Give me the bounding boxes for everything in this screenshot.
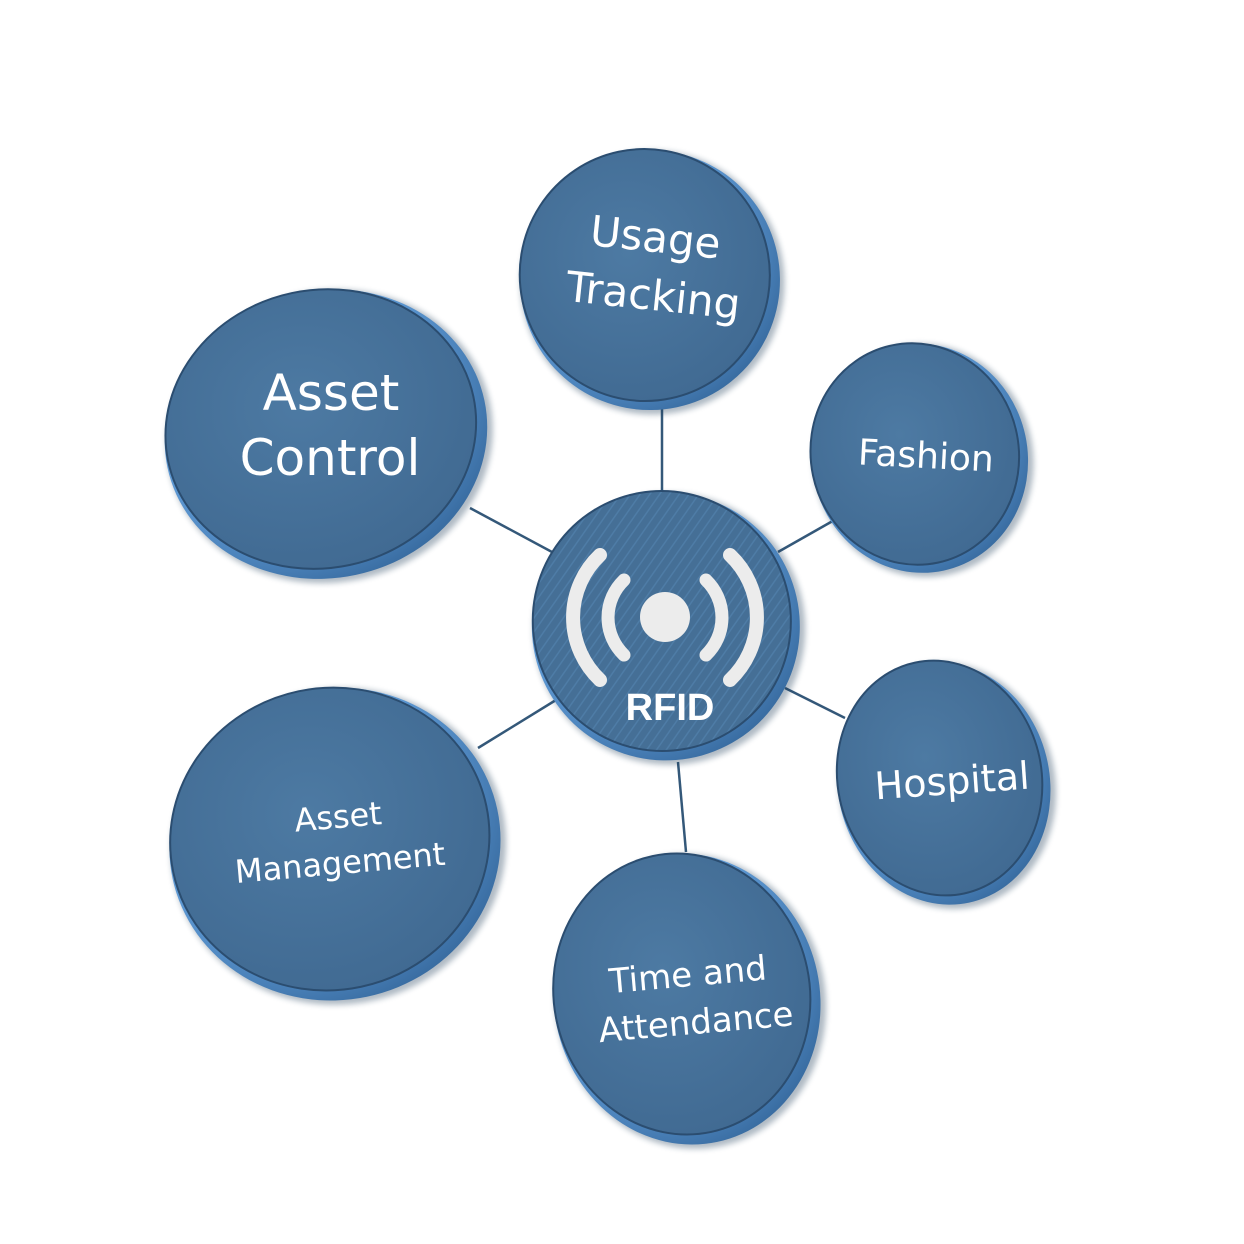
asset-control-line-2: Control: [240, 429, 421, 487]
disc-fashion: [809, 342, 1034, 578]
disc-asset-control: [164, 288, 493, 584]
hospital-line-1: Hospital: [873, 754, 1031, 809]
label-hospital: Hospital: [873, 754, 1031, 809]
connector-asset-management: [477, 698, 557, 750]
connector-hospital: [784, 686, 846, 720]
disc-asset-management: [169, 686, 507, 1005]
connector-asset-control: [469, 506, 553, 554]
disc-hospital: [835, 659, 1057, 909]
asset-control-line-1: Asset: [263, 364, 400, 422]
disc-usage-tracking: [518, 148, 785, 415]
connector-fashion: [777, 516, 839, 554]
label-asset-control: Asset Control: [240, 364, 421, 487]
asset-management-line-1: Asset: [293, 794, 383, 839]
hub-label: RFID: [626, 687, 715, 729]
label-fashion: Fashion: [857, 432, 995, 480]
connector-time-and-attendance: [676, 761, 688, 853]
connectors: [469, 405, 846, 853]
rfid-signal-icon: [566, 548, 764, 687]
disc-time-and-attendance: [552, 852, 827, 1149]
fashion-line-1: Fashion: [857, 432, 995, 480]
